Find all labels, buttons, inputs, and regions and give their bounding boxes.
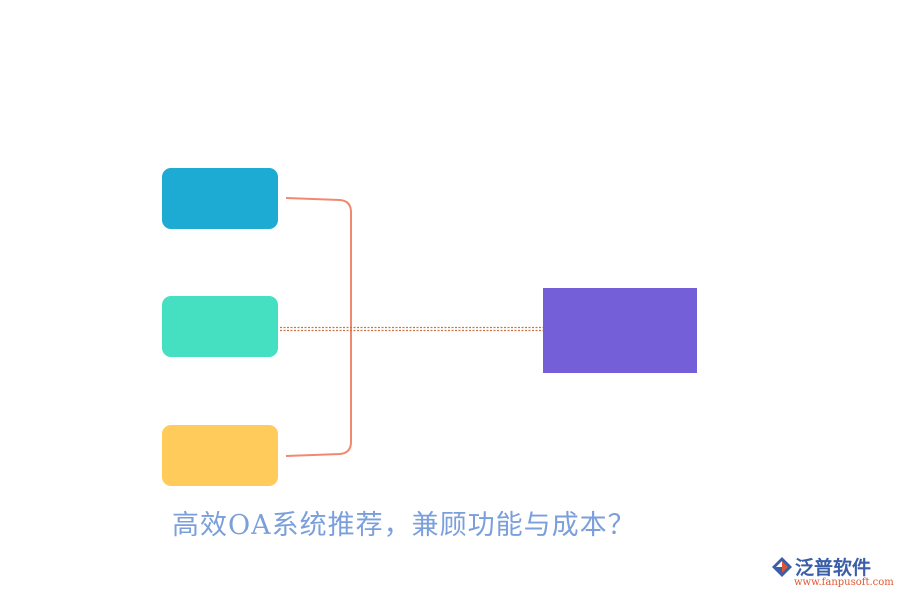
brand-url: www.fanpusoft.com [794,577,894,588]
node-yellow [162,425,278,486]
target-box [543,288,697,373]
diagram-caption: 高效OA系统推荐，兼顾功能与成本？ [172,510,636,541]
node-blue [162,168,278,229]
brand-name: 泛普软件 [795,557,872,579]
node-teal [162,296,278,357]
brand-logo[interactable]: 泛普软件 www.fanpusoft.com [770,553,894,593]
fanpu-logo-icon [772,557,792,577]
